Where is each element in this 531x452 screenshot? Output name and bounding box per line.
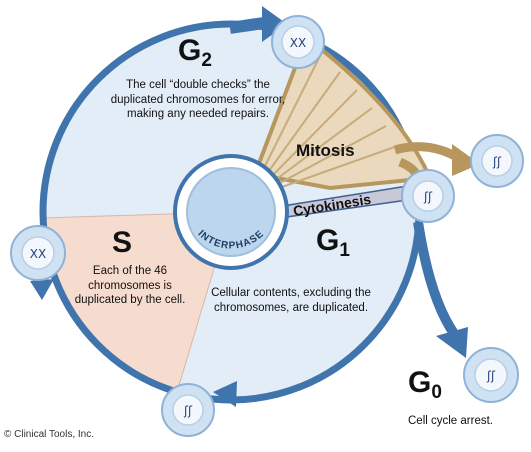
arrow-head-bottom — [213, 381, 237, 407]
cell-g0: ʃʃ — [463, 347, 519, 403]
cell-mitosis-daughter-lower: ʃʃ — [401, 169, 455, 223]
svg-text:ʃʃ: ʃʃ — [486, 369, 496, 383]
cell-mitosis-daughter-upper: ʃʃ — [470, 134, 524, 188]
credit-text: © Clinical Tools, Inc. — [4, 429, 94, 440]
s-label: S — [112, 226, 133, 259]
arrow-head-s — [30, 279, 54, 300]
g2-subscript: 2 — [201, 50, 212, 71]
mitosis-branch-upper-head — [452, 144, 480, 176]
cell-g2: XX — [271, 15, 325, 69]
g1-subscript: 1 — [339, 240, 350, 261]
svg-text:ʃʃ: ʃʃ — [183, 404, 193, 418]
arrow-head-g2 — [262, 6, 287, 42]
g1-letter: G — [316, 224, 340, 257]
g0-subscript: 0 — [431, 382, 442, 403]
svg-text:ʃʃ: ʃʃ — [423, 190, 433, 204]
g2-label: G2 — [178, 36, 212, 76]
g1-description: Cellular contents, excluding the chromos… — [211, 287, 371, 314]
g2-description: The cell “double checks” the duplicated … — [110, 79, 286, 120]
g1-label: G1 — [316, 226, 350, 266]
g2-letter: G — [178, 34, 202, 67]
g0-letter: G — [408, 366, 432, 399]
cell-g1-bottom: ʃʃ — [161, 383, 215, 437]
arrow-head-g0 — [436, 327, 468, 358]
cell-s: XX — [10, 225, 66, 281]
svg-text:ʃʃ: ʃʃ — [492, 155, 502, 169]
g0-description: Cell cycle arrest. — [408, 415, 493, 427]
mitosis-fan-lines — [261, 55, 401, 188]
svg-text:XX: XX — [30, 247, 46, 261]
g0-label: G0 — [408, 368, 442, 408]
mitosis-label: Mitosis — [296, 141, 355, 160]
svg-text:XX: XX — [290, 36, 306, 50]
arrow-to-g0 — [413, 221, 460, 338]
s-description: Each of the 46 chromosomes is duplicated… — [74, 265, 186, 306]
interphase-center — [186, 167, 276, 257]
